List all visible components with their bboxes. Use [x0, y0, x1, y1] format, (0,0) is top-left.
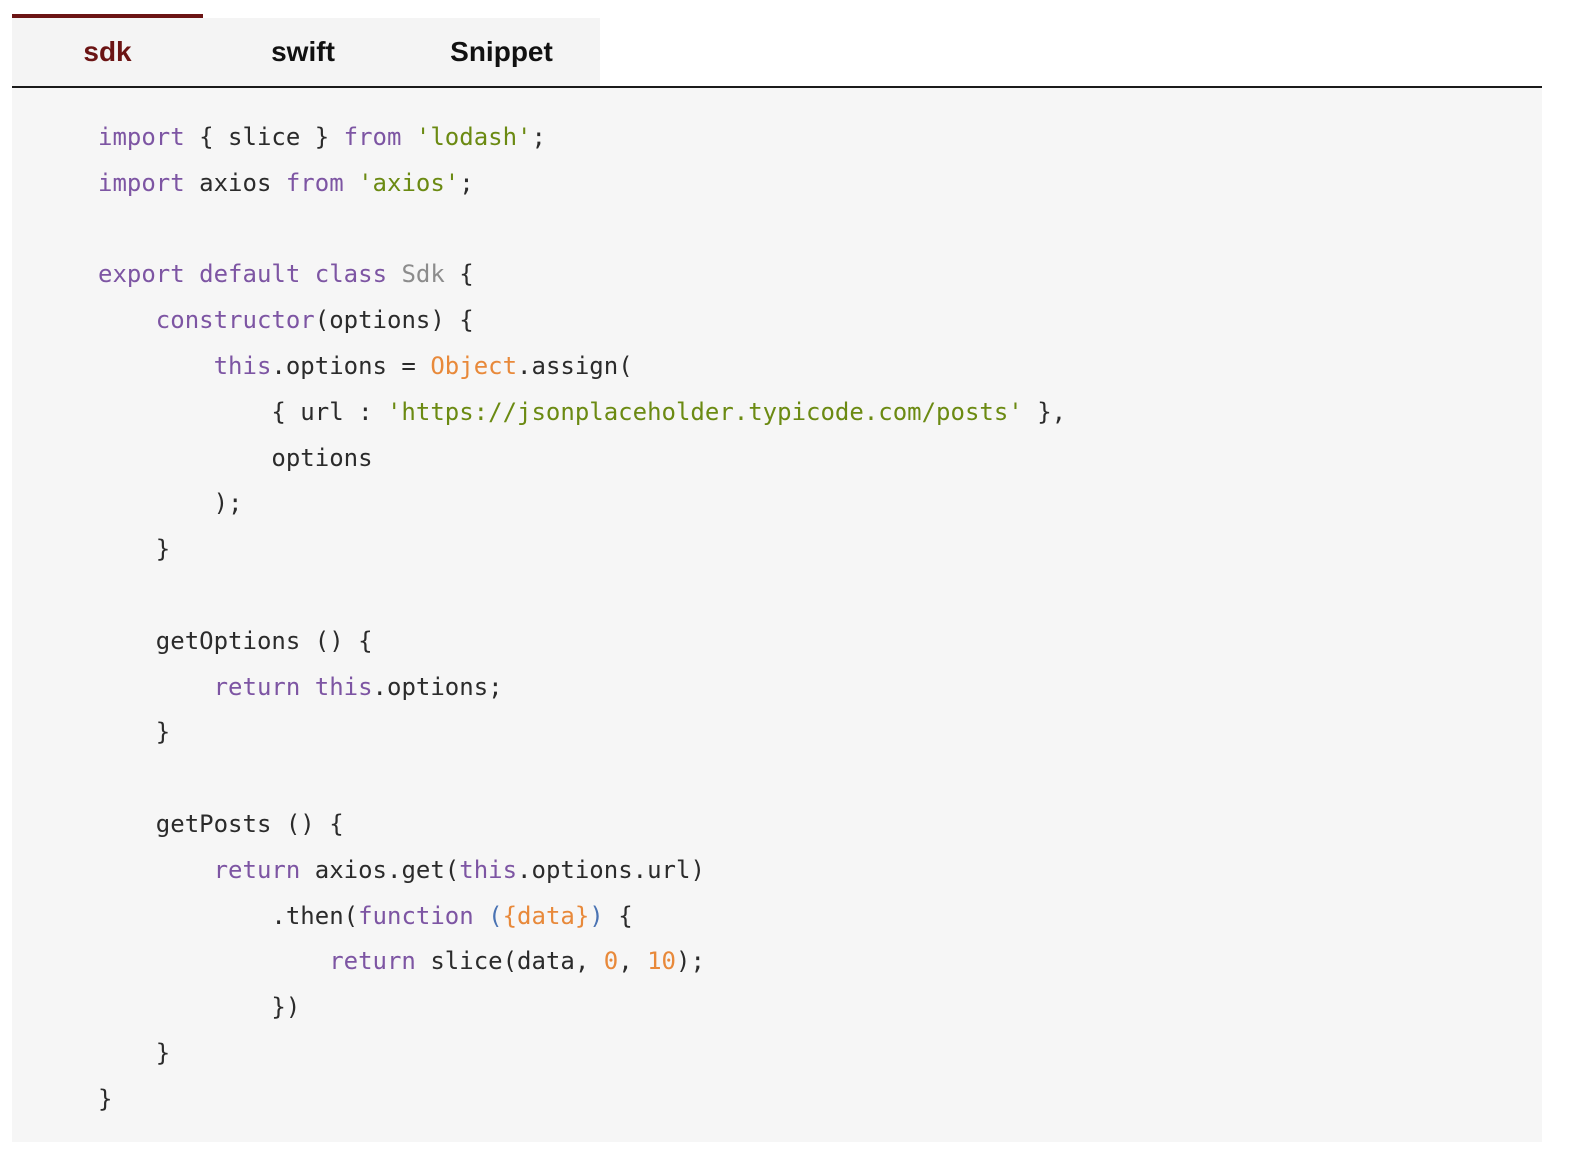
code-token: (	[488, 901, 503, 930]
code-panel: import { slice } from 'lodash';import ax…	[12, 88, 1542, 1142]
code-token: {	[444, 260, 474, 289]
code-token: .options.url)	[517, 855, 705, 884]
code-token	[185, 260, 199, 288]
code-token: })	[98, 993, 301, 1022]
code-line: options	[98, 436, 1066, 482]
code-token: )	[589, 901, 604, 930]
code-token: .assign(	[517, 351, 633, 380]
tab-snippet[interactable]: Snippet	[403, 18, 600, 86]
code-token: constructor	[155, 306, 315, 335]
code-token: this	[314, 672, 373, 701]
tab-swift-label: swift	[271, 36, 335, 67]
code-token: class	[314, 260, 388, 289]
code-token: {	[603, 901, 633, 930]
code-line: .then(function ({data}) {	[98, 894, 1066, 940]
code-line: return this.options;	[98, 665, 1066, 711]
code-line: constructor(options) {	[98, 298, 1066, 344]
code-line	[98, 756, 1066, 802]
code-token: options	[98, 443, 373, 472]
code-line: );	[98, 481, 1066, 527]
tab-swift[interactable]: swift	[203, 18, 403, 86]
code-token: .options;	[372, 672, 503, 701]
code-token: 'https://jsonplaceholder.typicode.com/po…	[386, 397, 1023, 426]
code-token	[98, 856, 214, 884]
code-line: }	[98, 1077, 1066, 1123]
code-token: function	[358, 901, 474, 930]
code-line: this.options = Object.assign(	[98, 344, 1066, 390]
code-token: 10	[647, 947, 676, 976]
tab-sdk-label: sdk	[83, 36, 132, 67]
code-token: import	[98, 168, 185, 197]
code-token: return	[213, 855, 301, 884]
code-line: }	[98, 710, 1066, 756]
code-line: }	[98, 527, 1066, 573]
code-token: }	[98, 535, 171, 564]
code-token: { url :	[98, 397, 387, 426]
code-token: }	[98, 718, 171, 747]
code-token: return	[329, 947, 416, 976]
tab-snippet-label: Snippet	[450, 36, 553, 67]
code-token	[300, 260, 314, 288]
code-token: (options) {	[314, 306, 474, 335]
code-token: 'lodash'	[415, 123, 532, 151]
code-token	[401, 123, 415, 151]
tab-bar: sdk swift Snippet	[12, 14, 1542, 92]
code-token: );	[676, 947, 705, 976]
code-line: return axios.get(this.options.url)	[98, 848, 1066, 894]
code-token: 0	[603, 947, 619, 976]
tab-list: sdk swift Snippet	[12, 14, 600, 92]
code-token: );	[98, 489, 243, 518]
code-line: getPosts () {	[98, 802, 1066, 848]
code-line	[98, 573, 1066, 619]
code-line: import { slice } from 'lodash';	[98, 115, 1066, 161]
code-token: from	[285, 168, 344, 197]
code-token	[98, 306, 156, 334]
code-line: { url : 'https://jsonplaceholder.typicod…	[98, 390, 1066, 436]
code-token: slice(data,	[415, 947, 604, 976]
code-line: return slice(data, 0, 10);	[98, 939, 1066, 985]
tab-sdk[interactable]: sdk	[12, 14, 203, 92]
code-token: getPosts () {	[98, 809, 344, 838]
code-token: ;	[531, 123, 546, 151]
code-token: }	[98, 1038, 171, 1067]
code-token: getOptions () {	[98, 626, 373, 655]
code-token: this	[213, 351, 272, 380]
code-token	[98, 352, 214, 380]
code-token: Object	[430, 351, 518, 380]
code-token: .options =	[271, 351, 431, 380]
code-line: })	[98, 985, 1066, 1031]
code-token	[387, 260, 401, 288]
code-token: 'axios'	[358, 168, 460, 197]
code-token: .then(	[98, 901, 359, 930]
code-token: Sdk	[401, 260, 445, 289]
code-token	[474, 902, 488, 930]
code-token: ;	[459, 168, 474, 197]
code-token: },	[1022, 397, 1067, 426]
code-token: { slice }	[184, 123, 344, 151]
code-block: import { slice } from 'lodash';import ax…	[98, 115, 1066, 1123]
code-token: default	[199, 260, 301, 289]
code-token: from	[343, 123, 402, 151]
code-token: ,	[618, 947, 648, 976]
code-line: import axios from 'axios';	[98, 161, 1066, 207]
code-token	[98, 947, 329, 975]
code-token: export	[98, 260, 185, 289]
code-token	[300, 673, 314, 701]
code-line: }	[98, 1031, 1066, 1077]
code-token: axios.get(	[300, 855, 460, 884]
code-line	[98, 207, 1066, 253]
code-token: {data}	[502, 901, 590, 930]
code-token: axios	[184, 168, 286, 197]
code-token: this	[459, 855, 518, 884]
code-token: }	[98, 1084, 113, 1113]
code-token: import	[98, 123, 185, 151]
code-line: export default class Sdk {	[98, 252, 1066, 298]
code-token: return	[213, 672, 301, 701]
code-token	[98, 673, 214, 701]
code-token	[344, 169, 358, 197]
code-line: getOptions () {	[98, 619, 1066, 665]
